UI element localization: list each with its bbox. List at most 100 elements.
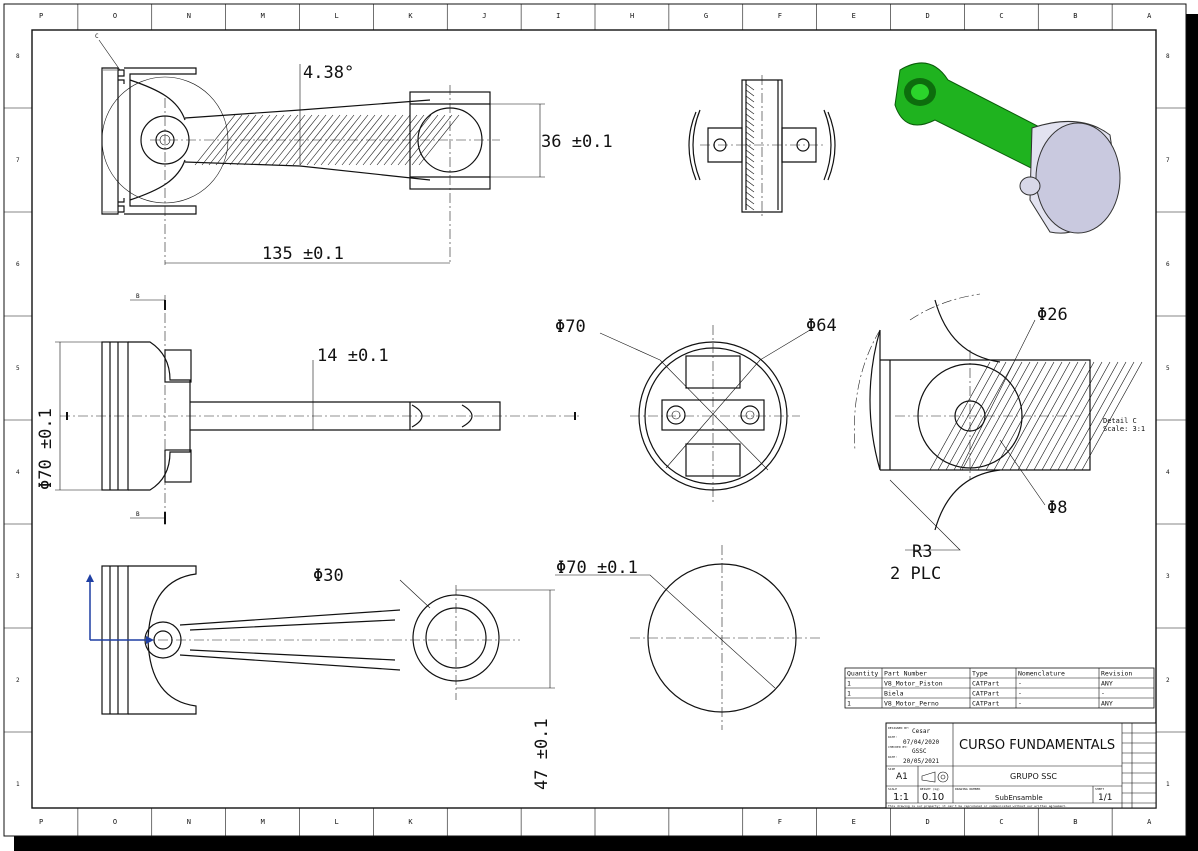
hatch-line (745, 179, 755, 187)
checked-date-field: DATE: (888, 755, 897, 759)
drawn-date-field: DATE: (888, 735, 897, 739)
drawing-title: CURSO FUNDAMENTALS (959, 738, 1115, 753)
view-middle-left: B B Φ70 ±0.1 14 ±0.1 (36, 293, 580, 525)
bom-cell: - (1018, 700, 1022, 708)
frame-zone-top-label: B (1073, 12, 1077, 20)
hatch-line (745, 95, 755, 103)
hatch-line (745, 119, 755, 127)
hatch-line (1065, 361, 1127, 471)
hatch-line (985, 361, 1047, 471)
bom-cell: 1 (847, 690, 851, 698)
diameter-8-label: Φ8 (1047, 498, 1067, 518)
projection-symbol-icon (921, 771, 949, 783)
hatch-line (1073, 361, 1135, 471)
bom-cell: - (1018, 690, 1022, 698)
sheet-number-field: SHEET (1095, 787, 1104, 791)
detail-c-scale: Scale: 3:1 (1103, 425, 1145, 433)
hatch-line (1001, 361, 1063, 471)
hatch-line (745, 113, 755, 121)
drawing-number-field: DRAWING NUMBER (955, 787, 980, 791)
frame-zone-left-label: 3 (16, 573, 20, 580)
frame-zone-top-label: K (408, 12, 413, 20)
hatch-line (745, 83, 755, 91)
designed-by-field: DESIGNED BY: (888, 726, 910, 730)
checked-by-field: CHECKED BY: (888, 745, 908, 749)
hatch-line (1049, 361, 1111, 471)
frame-zone-top-label: D (925, 12, 929, 20)
bom-cell: ANY (1101, 680, 1113, 688)
frame-zone-bottom-label: K (408, 818, 413, 826)
bom-header-cell: Nomenclature (1018, 670, 1065, 678)
hatch-line (1081, 361, 1143, 471)
frame-zone-top-label: N (187, 12, 191, 20)
frame-zone-left-label: 8 (16, 53, 20, 60)
frame-zone-bottom-label: P (39, 818, 43, 826)
bom-cell: - (1018, 680, 1022, 688)
frame-zone-bottom-label: D (925, 818, 929, 826)
hatch-line (969, 361, 1031, 471)
hatch-line (1041, 361, 1103, 471)
view-top-center (688, 75, 836, 218)
frame-zone-top-label: M (261, 12, 265, 20)
drawing-name: SubEnsamble (995, 794, 1043, 802)
frame-zone-bottom-label: E (852, 818, 856, 826)
hatch-line (745, 173, 755, 181)
hatch-line (271, 114, 313, 166)
width-14-dim: 14 ±0.1 (317, 346, 389, 366)
hatch-line (745, 101, 755, 109)
hatch-line (745, 155, 755, 163)
bom-cell: - (1101, 690, 1105, 698)
sheet-size: A1 (896, 772, 908, 782)
bom-cell: CATPart (972, 700, 999, 708)
frame-zone-left-label: 5 (16, 365, 20, 372)
hatch-line (745, 131, 755, 139)
frame-zone-right-label: 1 (1166, 781, 1170, 788)
scale-field: SCALE (888, 787, 897, 791)
frame-zone-bottom-label: A (1147, 818, 1152, 826)
bom-header-cell: Type (972, 670, 988, 678)
hatch-line (236, 114, 278, 166)
hatch-line (1033, 361, 1095, 471)
frame-zone-right-label: 6 (1166, 261, 1170, 268)
angle-dim-label: 4.38° (303, 63, 354, 83)
hatch-line (945, 361, 1007, 471)
frame-zone-top-label: E (852, 12, 856, 20)
hatch-line (285, 114, 327, 166)
drawing-scale: 1:1 (893, 792, 909, 803)
bom-cell: 1 (847, 680, 851, 688)
detail-c-marker: C (95, 33, 99, 40)
diameter-30-label: Φ30 (313, 566, 344, 586)
detail-c-view: Φ26 Φ8 R3 2 PLC Detail C Scale: 3:1 (854, 293, 1145, 584)
frame-zone-top-label: P (39, 12, 43, 20)
view-bottom-left: Φ30 47 ±0.1 (86, 565, 555, 790)
isometric-3d-view (894, 62, 1121, 234)
frame-zone-bottom-label: F (778, 818, 782, 826)
length-135-dim: 135 ±0.1 (262, 244, 344, 264)
frame-zone-top-label: F (778, 12, 782, 20)
company-name: GRUPO SSC (1010, 772, 1057, 781)
hatch-line (1025, 361, 1087, 471)
frame-zone-bottom-label: L (334, 818, 338, 826)
drawn-date: 07/04/2020 (903, 739, 940, 746)
diameter-64-label: Φ64 (806, 316, 837, 336)
height-36-dim: 36 ±0.1 (541, 132, 613, 152)
diameter-70-dim: Φ70 ±0.1 (36, 408, 56, 490)
hatch-line (1009, 361, 1071, 471)
bom-cell: ANY (1101, 700, 1113, 708)
bom-cell: V8_Motor_Piston (884, 680, 943, 688)
hatch-line (745, 125, 755, 133)
frame-zone-top-label: J (482, 12, 486, 20)
drawing-weight: 0.10 (922, 792, 944, 803)
frame-zone-right-label: 8 (1166, 53, 1170, 60)
frame-zone-top-label: G (704, 12, 708, 20)
ownership-notice: This drawing is our property; it can't b… (888, 804, 1067, 808)
sheet-number: 1/1 (1098, 793, 1112, 803)
hatch-line (977, 361, 1039, 471)
frame-zone-right-label: 2 (1166, 677, 1170, 684)
hatch-line (745, 149, 755, 157)
hatch-line (745, 167, 755, 175)
hatch-line (1057, 361, 1119, 471)
radius-r3-label: R3 (912, 542, 932, 562)
checked-date: 20/05/2021 (903, 758, 940, 765)
